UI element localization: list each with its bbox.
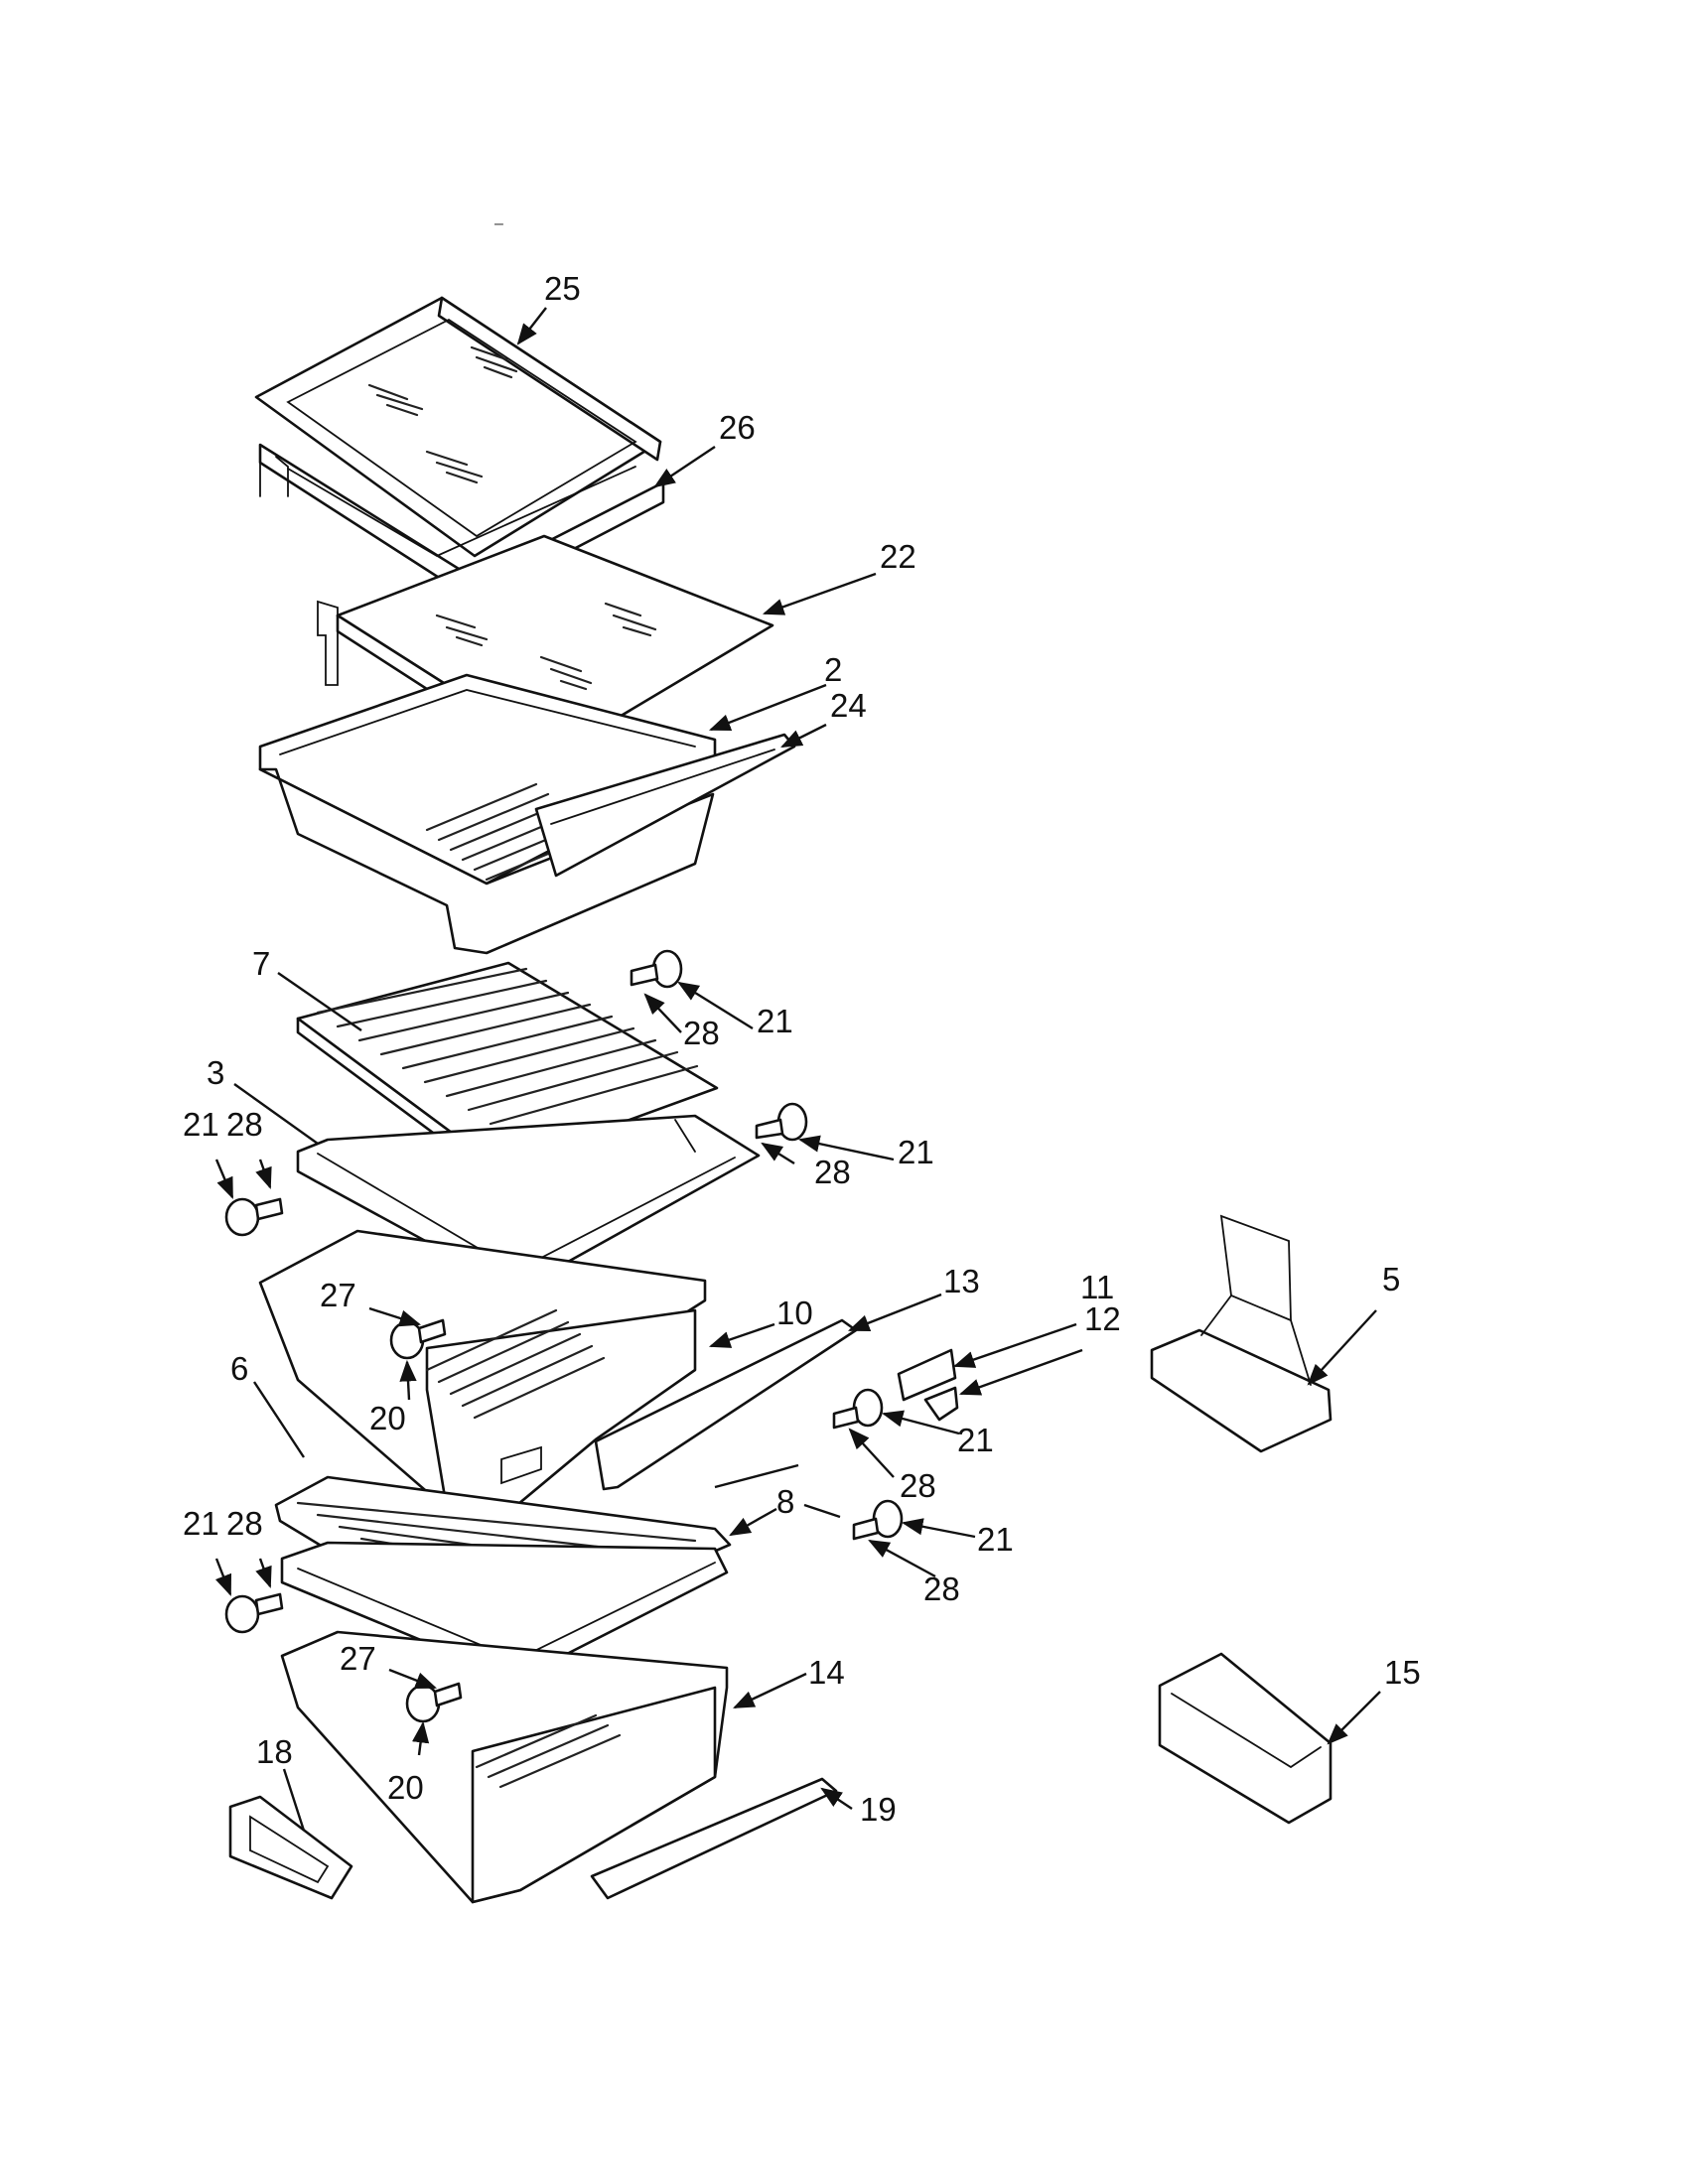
leader-lines <box>214 307 1381 1832</box>
shelf-25-glass-top <box>254 296 662 558</box>
callout-20-lower: 20 <box>387 1769 424 1806</box>
roller-21-mid-right <box>832 1388 884 1430</box>
roller-27-lower <box>405 1682 463 1723</box>
callout-6: 6 <box>230 1350 248 1387</box>
callout-21-lower-right: 21 <box>977 1521 1014 1558</box>
bin-15 <box>1158 1652 1333 1825</box>
callout-28-left: 28 <box>226 1106 263 1143</box>
callout-27-upper: 27 <box>320 1277 356 1313</box>
callout-28-lower-left: 28 <box>226 1505 263 1542</box>
bracket-5 <box>1150 1214 1333 1453</box>
callout-19: 19 <box>860 1791 897 1828</box>
callout-21-lower-left: 21 <box>183 1505 219 1542</box>
callout-10: 10 <box>776 1295 813 1331</box>
roller-21-right <box>755 1102 808 1142</box>
bracket-11 <box>897 1348 957 1402</box>
callout-25: 25 <box>544 270 581 307</box>
callout-28-right: 28 <box>814 1154 851 1190</box>
callout-28-mid-right: 28 <box>900 1467 936 1504</box>
callout-3: 3 <box>207 1054 224 1091</box>
callout-28-top: 28 <box>683 1015 720 1051</box>
callout-13: 13 <box>943 1263 980 1299</box>
callout-21-top: 21 <box>757 1003 793 1039</box>
callout-15: 15 <box>1384 1654 1421 1691</box>
callout-22: 22 <box>880 538 916 575</box>
callout-26: 26 <box>719 409 756 446</box>
trim-13 <box>594 1318 858 1491</box>
top-mark: – <box>494 215 503 232</box>
callout-27-lower: 27 <box>340 1640 376 1677</box>
callout-24: 24 <box>830 687 867 724</box>
roller-21-lower-right <box>852 1499 904 1541</box>
callout-28-lower-right: 28 <box>923 1570 960 1607</box>
callout-2: 2 <box>824 651 842 688</box>
drawer-14 <box>280 1630 729 1904</box>
callout-11: 11 <box>1080 1269 1114 1305</box>
callout-21-mid-right: 21 <box>957 1422 994 1458</box>
roller-21-lower-left <box>224 1592 284 1634</box>
callout-labels: 25 26 22 2 24 7 28 21 3 21 28 21 28 27 1… <box>183 270 1421 1828</box>
callout-14: 14 <box>808 1654 845 1691</box>
callout-7: 7 <box>252 945 270 982</box>
callout-8: 8 <box>776 1483 794 1520</box>
roller-21-top <box>630 949 683 989</box>
callout-12: 12 <box>1084 1300 1121 1337</box>
callout-5: 5 <box>1382 1261 1400 1297</box>
holder-18 <box>228 1795 353 1900</box>
callout-21-left: 21 <box>183 1106 219 1143</box>
roller-21-left <box>224 1197 284 1237</box>
drawer-10 <box>258 1229 707 1531</box>
callout-20-upper: 20 <box>369 1400 406 1436</box>
callout-18: 18 <box>256 1733 293 1770</box>
callout-21-right: 21 <box>898 1134 934 1170</box>
bracket-12 <box>923 1386 959 1422</box>
roller-27-upper <box>389 1318 447 1360</box>
